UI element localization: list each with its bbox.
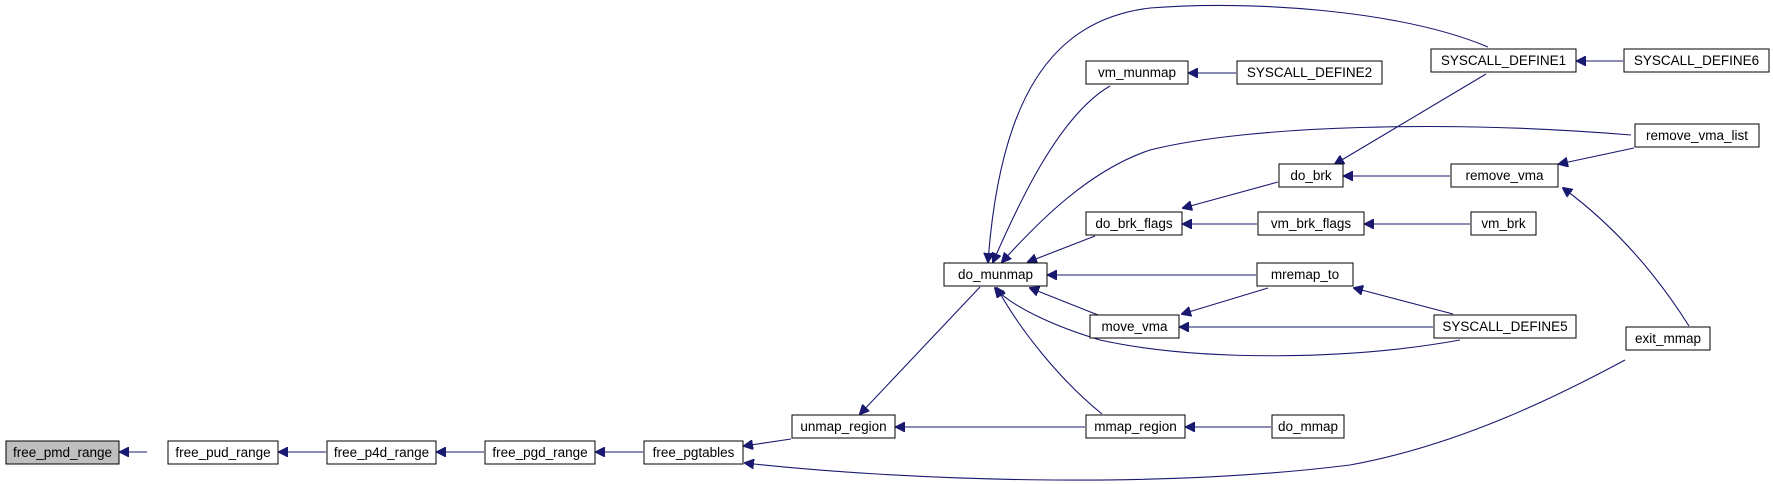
node-label: do_brk bbox=[1290, 168, 1332, 183]
node-label: free_pgtables bbox=[653, 445, 735, 460]
node-box-root bbox=[5, 440, 120, 465]
node-box bbox=[1625, 326, 1711, 351]
node-remove_vma[interactable]: remove_vma bbox=[1450, 163, 1559, 188]
edge-exit_mmap-to-remove_vma bbox=[1563, 188, 1690, 327]
node-vm_munmap[interactable]: vm_munmap bbox=[1085, 60, 1189, 85]
edge-exit_mmap-to-free_pgtables bbox=[745, 359, 1626, 481]
edge-mmap_region-to-do_munmap bbox=[997, 288, 1103, 415]
node-label: SYSCALL_DEFINE2 bbox=[1247, 65, 1372, 80]
node-label: remove_vma_list bbox=[1646, 128, 1748, 143]
edge-do_brk_flags-to-do_munmap bbox=[1028, 235, 1096, 262]
node-box bbox=[1470, 211, 1537, 236]
node-free_pgd_range[interactable]: free_pgd_range bbox=[484, 440, 596, 465]
node-remove_vma_list[interactable]: remove_vma_list bbox=[1634, 123, 1760, 148]
node-exit_mmap[interactable]: exit_mmap bbox=[1625, 326, 1711, 351]
node-box bbox=[326, 440, 437, 465]
edge-syscall_define5-to-do_munmap bbox=[995, 288, 1461, 357]
edge-syscall_define5-to-mremap_to bbox=[1354, 288, 1454, 315]
node-box bbox=[1433, 314, 1577, 339]
node-do_brk_flags[interactable]: do_brk_flags bbox=[1085, 211, 1183, 236]
node-label: do_brk_flags bbox=[1095, 216, 1173, 231]
node-box bbox=[1236, 60, 1383, 85]
node-label: mremap_to bbox=[1271, 267, 1339, 282]
node-label: remove_vma bbox=[1465, 168, 1544, 183]
node-label: free_pud_range bbox=[175, 445, 270, 460]
node-box bbox=[943, 262, 1048, 287]
node-box bbox=[1256, 262, 1354, 287]
node-label: SYSCALL_DEFINE5 bbox=[1442, 319, 1567, 334]
node-label: exit_mmap bbox=[1635, 331, 1701, 346]
node-syscall_define2[interactable]: SYSCALL_DEFINE2 bbox=[1236, 60, 1383, 85]
node-box bbox=[1085, 211, 1183, 236]
node-syscall_define5[interactable]: SYSCALL_DEFINE5 bbox=[1433, 314, 1577, 339]
node-box bbox=[1257, 211, 1365, 236]
node-label: mmap_region bbox=[1094, 419, 1177, 434]
node-box bbox=[1089, 314, 1180, 339]
node-label: move_vma bbox=[1101, 319, 1168, 334]
node-box bbox=[1085, 60, 1189, 85]
node-box bbox=[1278, 163, 1344, 188]
node-label: free_p4d_range bbox=[334, 445, 429, 460]
edge-remove_vma_list-to-remove_vma bbox=[1559, 147, 1635, 164]
node-label: free_pmd_range bbox=[13, 445, 112, 460]
node-box bbox=[484, 440, 596, 465]
node-vm_brk[interactable]: vm_brk bbox=[1470, 211, 1537, 236]
node-free_pmd_range[interactable]: free_pmd_range bbox=[5, 440, 120, 465]
node-box bbox=[1634, 123, 1760, 148]
node-do_brk[interactable]: do_brk bbox=[1278, 163, 1344, 188]
node-label: vm_brk_flags bbox=[1271, 216, 1352, 231]
node-label: SYSCALL_DEFINE6 bbox=[1634, 53, 1759, 68]
node-free_pud_range[interactable]: free_pud_range bbox=[167, 440, 279, 465]
node-syscall_define1[interactable]: SYSCALL_DEFINE1 bbox=[1430, 48, 1577, 73]
edge-syscall_define1-to-do_munmap bbox=[988, 4, 1489, 262]
nodes: free_pmd_range free_pud_range free_p4d_r… bbox=[5, 48, 1770, 465]
node-label: vm_brk bbox=[1481, 216, 1526, 231]
node-label: do_mmap bbox=[1278, 419, 1338, 434]
node-box bbox=[1430, 48, 1577, 73]
node-syscall_define6[interactable]: SYSCALL_DEFINE6 bbox=[1623, 48, 1770, 73]
node-mremap_to[interactable]: mremap_to bbox=[1256, 262, 1354, 287]
node-box bbox=[1623, 48, 1770, 73]
node-label: free_pgd_range bbox=[492, 445, 587, 460]
node-free_p4d_range[interactable]: free_p4d_range bbox=[326, 440, 437, 465]
node-do_mmap[interactable]: do_mmap bbox=[1271, 414, 1345, 439]
node-do_munmap[interactable]: do_munmap bbox=[943, 262, 1048, 287]
node-box bbox=[167, 440, 279, 465]
edge-vm_munmap-to-do_munmap bbox=[993, 85, 1111, 262]
node-label: vm_munmap bbox=[1098, 65, 1176, 80]
edge-syscall_define1-to-do_brk bbox=[1335, 73, 1487, 164]
edge-remove_vma_list-to-do_munmap bbox=[1002, 126, 1632, 262]
edge-do_brk-to-do_brk_flags bbox=[1183, 181, 1279, 208]
node-vm_brk_flags[interactable]: vm_brk_flags bbox=[1257, 211, 1365, 236]
node-free_pgtables[interactable]: free_pgtables bbox=[643, 440, 744, 465]
edge-mremap_to-to-move_vma bbox=[1182, 287, 1269, 314]
node-box bbox=[643, 440, 744, 465]
node-box bbox=[791, 414, 896, 439]
node-mmap_region[interactable]: mmap_region bbox=[1085, 414, 1186, 439]
node-box bbox=[1450, 163, 1559, 188]
edge-do_munmap-to-unmap_region bbox=[860, 286, 981, 414]
node-move_vma[interactable]: move_vma bbox=[1089, 314, 1180, 339]
node-box bbox=[1085, 414, 1186, 439]
node-label: do_munmap bbox=[958, 267, 1033, 282]
node-unmap_region[interactable]: unmap_region bbox=[791, 414, 896, 439]
edge-move_vma-to-do_munmap bbox=[1030, 288, 1099, 316]
edge-unmap_region-to-free_pgtables bbox=[744, 438, 792, 446]
node-box bbox=[1271, 414, 1345, 439]
edges bbox=[120, 4, 1690, 481]
node-label: unmap_region bbox=[800, 419, 886, 434]
node-label: SYSCALL_DEFINE1 bbox=[1441, 53, 1566, 68]
